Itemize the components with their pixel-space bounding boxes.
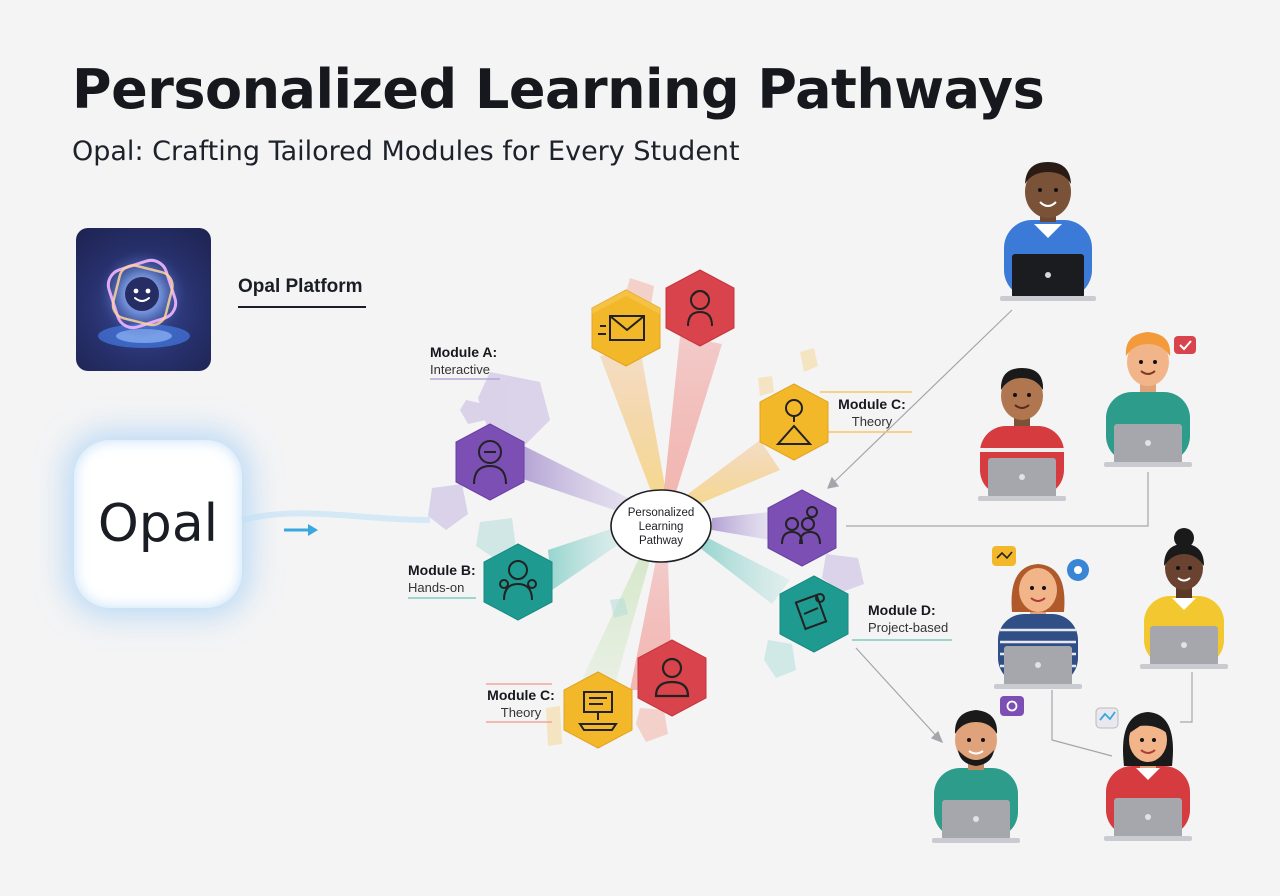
student-avatar-1 <box>1000 162 1096 301</box>
module-label-b: Module B: Hands-on <box>408 562 476 596</box>
flow-arrow <box>241 510 431 536</box>
opal-card-text: Opal <box>97 494 219 554</box>
student-avatar-3 <box>1104 332 1196 467</box>
chat-bubble-icon <box>1067 559 1089 581</box>
envelope-icon <box>598 315 645 341</box>
chat-chart-icon <box>992 546 1016 566</box>
idea-person-icon <box>775 399 813 445</box>
label-underlines <box>408 378 952 723</box>
module-b-title: Module B: <box>408 562 476 578</box>
module-label-a: Module A: Interactive <box>430 344 497 378</box>
module-c-right-subtitle: Theory <box>851 414 893 429</box>
chat-check-icon <box>1095 707 1119 729</box>
module-label-c-right: Module C: Theory <box>832 396 912 430</box>
student-avatar-6 <box>932 696 1024 843</box>
opal-robot-icon <box>76 228 211 371</box>
module-hex-yellow-top[interactable] <box>591 289 661 367</box>
module-b-subtitle: Hands-on <box>408 580 465 595</box>
module-hex-teal-b[interactable] <box>483 543 553 621</box>
page-subtitle: Opal: Crafting Tailored Modules for Ever… <box>72 136 740 167</box>
page-title: Personalized Learning Pathways <box>72 58 1045 121</box>
connector-lines <box>827 309 1193 757</box>
center-line-2: Learning <box>639 521 684 533</box>
pathway-rays <box>520 336 790 690</box>
module-label-c-bottom: Module C: Theory <box>486 687 556 721</box>
center-line-1: Personalized <box>628 507 694 519</box>
student-avatar-5 <box>1140 528 1228 669</box>
module-c-bottom-subtitle: Theory <box>500 705 542 720</box>
module-hex-purple-right[interactable] <box>767 489 837 567</box>
module-d-subtitle: Project-based <box>868 620 949 635</box>
group-icon <box>781 506 821 545</box>
platform-label: Opal Platform <box>238 276 363 297</box>
tools-icon <box>499 560 537 601</box>
module-hex-red-top[interactable] <box>665 269 735 347</box>
center-line-3: Pathway <box>639 535 683 547</box>
student-avatar-4 <box>992 546 1089 689</box>
person-icon <box>687 290 713 327</box>
module-hex-yellow-bottom[interactable] <box>563 671 633 749</box>
module-d-title: Module D: <box>868 602 936 618</box>
module-label-d: Module D: Project-based <box>868 602 948 636</box>
opal-card: Opal <box>74 440 242 608</box>
person-silhouette-icon <box>654 657 690 698</box>
module-a-subtitle: Interactive <box>430 362 490 377</box>
student-avatar-2 <box>978 368 1066 501</box>
platform-underline <box>238 306 366 308</box>
module-hex-yellow-c[interactable] <box>759 383 829 461</box>
chat-circle-icon <box>1000 696 1024 716</box>
module-c-right-title: Module C: <box>838 396 906 412</box>
chat-heart-icon <box>1174 336 1196 354</box>
center-pathway: Personalized Learning Pathway <box>610 489 712 563</box>
module-hex-purple-a[interactable] <box>455 423 525 501</box>
person-icon <box>473 440 507 485</box>
document-icon <box>578 691 618 731</box>
worker-icon <box>794 593 828 631</box>
module-c-bottom-title: Module C: <box>487 687 555 703</box>
module-a-title: Module A: <box>430 344 498 360</box>
module-hex-teal-d[interactable] <box>779 575 849 653</box>
student-avatar-7 <box>1095 707 1192 841</box>
module-hex-red-bottom[interactable] <box>637 639 707 717</box>
